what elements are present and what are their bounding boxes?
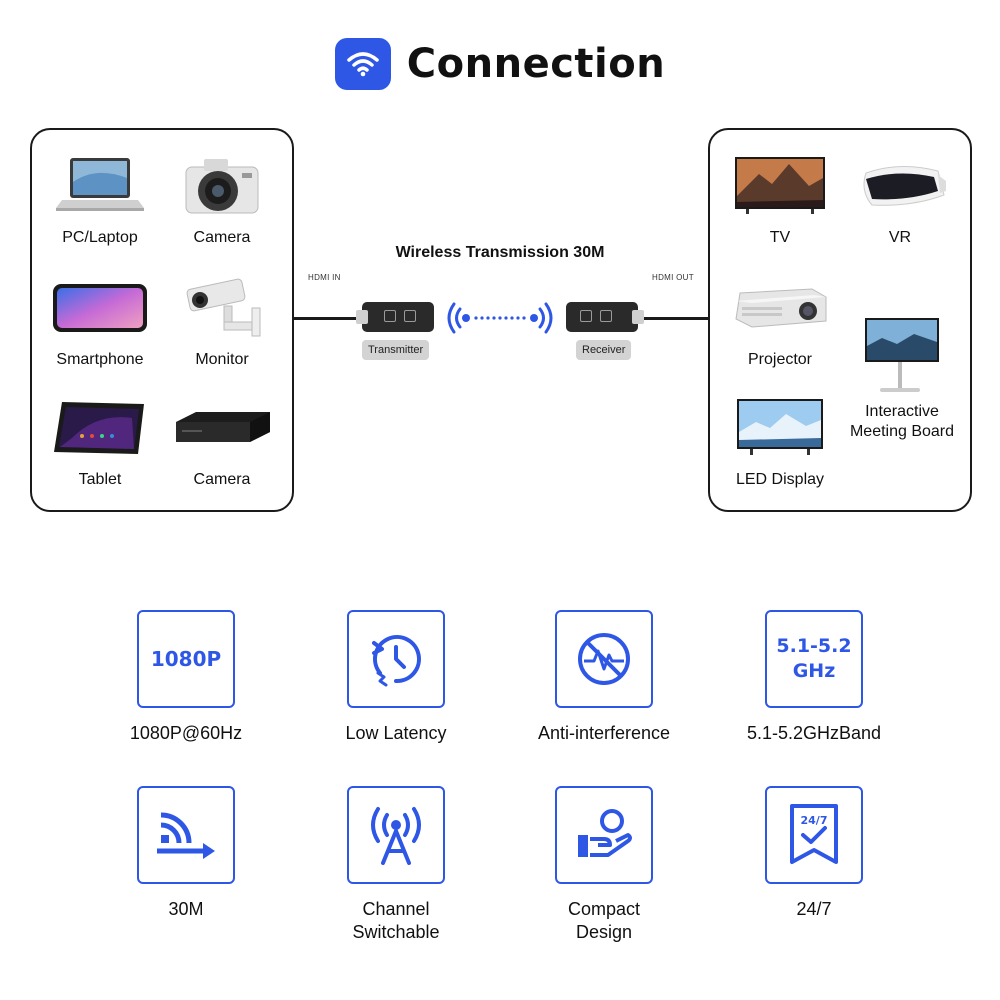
hdmi-plug [632, 310, 644, 324]
wifi-icon [334, 38, 391, 90]
device-label: Camera [193, 229, 251, 246]
device-label: Projector [747, 351, 813, 368]
clock-latency-icon [347, 610, 445, 708]
page-title: Connection [406, 41, 666, 87]
feature-caption: 1080P@60Hz [129, 723, 243, 743]
feature-resolution: 1080P 1080P@60Hz [86, 610, 286, 745]
frequency-icon: 5.1-5.2 GHz [765, 610, 863, 708]
feature-24-7: 24/7 24/7 [714, 786, 914, 921]
transmitter-label: Transmitter [362, 340, 430, 360]
feature-caption: 24/7 [796, 899, 832, 919]
badge-text: 24/7 [801, 814, 828, 827]
device-label: Monitor [195, 351, 249, 368]
feature-low-latency: Low Latency [296, 610, 496, 745]
feature-caption: 30M [168, 899, 204, 919]
feature-channel: Channel Switchable [296, 786, 496, 944]
badge-text: 5.1-5.2 GHz [776, 635, 852, 682]
security-camera-icon [162, 272, 282, 344]
feature-caption: Compact Design [567, 899, 641, 942]
device-label: LED Display [735, 471, 825, 488]
device-pc-laptop: PC/Laptop [40, 150, 160, 248]
antenna-icon [347, 786, 445, 884]
laptop-icon [40, 150, 160, 222]
device-led-display: LED Display [720, 392, 840, 490]
device-label: Smartphone [56, 351, 144, 368]
indicator [580, 310, 592, 322]
receiver-dongle [566, 302, 644, 332]
led-display-icon [720, 392, 840, 464]
transmitter-dongle [356, 302, 434, 332]
device-smartphone: Smartphone [40, 272, 160, 370]
vr-headset-icon [840, 150, 960, 222]
display-devices-panel: TV VR Projector [708, 128, 972, 512]
feature-caption: 5.1-5.2GHzBand [746, 723, 882, 743]
device-vr: VR [840, 150, 960, 248]
device-camera-box: Camera [162, 392, 282, 490]
device-label: TV [769, 229, 791, 246]
source-devices-panel: PC/Laptop Camera Smartphone [30, 128, 294, 512]
indicator [384, 310, 396, 322]
set-top-box-icon [162, 392, 282, 464]
hdmi-cable-in [294, 317, 360, 320]
device-tablet: Tablet [40, 392, 160, 490]
device-tv: TV [720, 150, 840, 248]
device-label: PC/Laptop [62, 229, 138, 246]
feature-caption: Anti-interference [537, 723, 671, 743]
feature-range: 30M [86, 786, 286, 921]
hdmi-in-label: HDMI IN [308, 273, 341, 282]
indicator [404, 310, 416, 322]
hdmi-cable-out [640, 317, 708, 320]
device-projector: Projector [720, 272, 840, 370]
page-header: Connection [0, 36, 1000, 92]
hdmi-plug [356, 310, 368, 324]
device-meeting-board: Interactive Meeting Board [840, 316, 964, 442]
hand-device-icon [555, 786, 653, 884]
wireless-signal-icon [447, 302, 553, 334]
smartphone-icon [40, 272, 160, 344]
feature-caption: Channel Switchable [352, 899, 440, 942]
device-label: Camera [193, 471, 251, 488]
shield-check-icon: 24/7 [765, 786, 863, 884]
no-interference-icon [555, 610, 653, 708]
link-title: Wireless Transmission 30M [395, 244, 605, 261]
camera-icon [162, 150, 282, 222]
meeting-board-icon [840, 316, 964, 396]
feature-caption: Low Latency [345, 723, 447, 743]
projector-icon [720, 272, 840, 344]
device-camera: Camera [162, 150, 282, 248]
hdmi-out-label: HDMI OUT [652, 273, 694, 282]
device-label: Interactive Meeting Board [849, 403, 955, 440]
badge-text: 1080P [150, 647, 222, 671]
indicator [600, 310, 612, 322]
tablet-icon [40, 392, 160, 464]
device-monitor: Monitor [162, 272, 282, 370]
range-signal-icon [137, 786, 235, 884]
resolution-icon: 1080P [137, 610, 235, 708]
feature-anti-interference: Anti-interference [504, 610, 704, 745]
receiver-label: Receiver [576, 340, 632, 360]
device-label: Tablet [78, 471, 122, 488]
tv-icon [720, 150, 840, 222]
feature-compact: Compact Design [504, 786, 704, 944]
device-label: VR [888, 229, 912, 246]
feature-frequency-band: 5.1-5.2 GHz 5.1-5.2GHzBand [714, 610, 914, 745]
